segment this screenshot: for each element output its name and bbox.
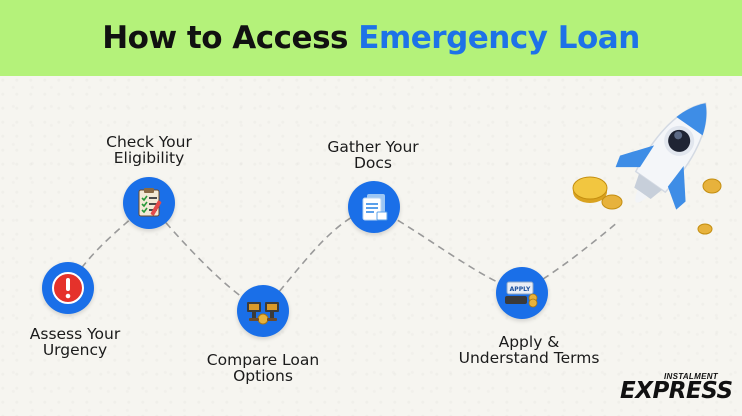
step-apply-label: Apply & Understand Terms xyxy=(444,334,614,366)
step-1-line1: Assess Your xyxy=(29,325,121,343)
step-compare-loan-label: Compare Loan Options xyxy=(196,352,330,384)
title-part-1: How to Access xyxy=(102,20,348,56)
step-assess-urgency-node xyxy=(42,262,94,314)
logo-small-text: INSTALMENT xyxy=(664,372,718,381)
step-2-line1: Check Your xyxy=(106,133,192,151)
step-3-line1: Compare Loan xyxy=(206,351,320,369)
logo-big-text: EXPRESS xyxy=(620,378,733,404)
step-3-line2: Options xyxy=(233,367,293,385)
rocket-icon xyxy=(572,102,722,235)
step-compare-loan-node xyxy=(237,285,289,337)
title-part-2: Emergency Loan xyxy=(358,20,640,56)
background xyxy=(0,76,742,416)
step-assess-urgency-label: Assess Your Urgency xyxy=(14,326,136,358)
documents-icon xyxy=(362,194,388,221)
instalment-express-logo: INSTALMENT EXPRESS xyxy=(620,372,733,406)
step-1-line2: Urgency xyxy=(42,341,108,359)
apply-icon-text: APPLY xyxy=(510,286,531,293)
apply-icon: APPLY xyxy=(505,281,538,308)
step-5-line2: Understand Terms xyxy=(458,349,600,367)
exclamation-icon xyxy=(52,272,84,304)
step-check-eligibility-label: Check Your Eligibility xyxy=(88,134,210,166)
step-2-line2: Eligibility xyxy=(113,149,185,167)
step-check-eligibility-node xyxy=(123,177,175,229)
compare-icon xyxy=(247,302,279,325)
step-5-line1: Apply & xyxy=(498,333,560,351)
step-gather-docs-node xyxy=(348,181,400,233)
step-apply-node: APPLY xyxy=(496,267,548,319)
step-4-line1: Gather Your xyxy=(327,138,419,156)
step-4-line2: Docs xyxy=(353,154,393,172)
checklist-icon xyxy=(138,188,162,217)
header-banner: How to Access Emergency Loan xyxy=(0,0,742,76)
step-gather-docs-label: Gather Your Docs xyxy=(312,139,434,171)
page-title: How to Access Emergency Loan xyxy=(102,20,640,56)
